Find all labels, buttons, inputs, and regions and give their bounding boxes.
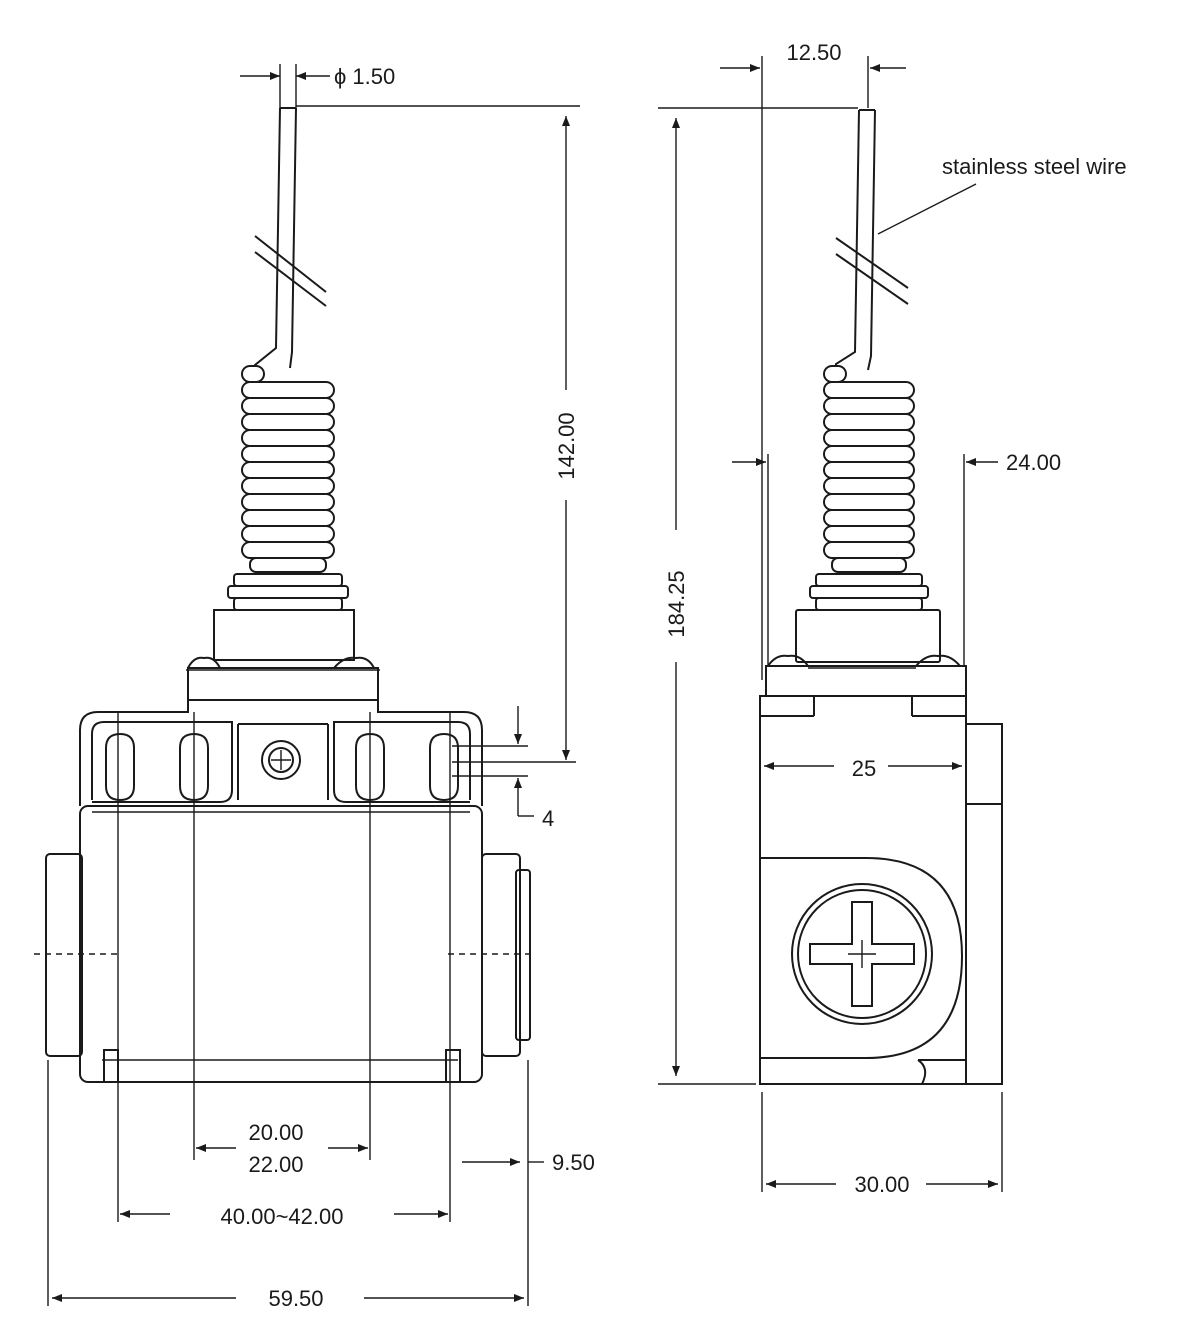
label-stainless-steel-wire: stainless steel wire [942,154,1127,179]
dim-spring-width: 24.00 [1006,450,1061,475]
dim-total-width: 59.50 [268,1286,323,1311]
dim-body-depth: 30.00 [854,1172,909,1197]
front-mounting-plate [79,699,483,806]
dim-side-boss: 9.50 [552,1150,595,1175]
dim-wire-offset: 12.50 [786,40,841,65]
dim-hole-offset: 4 [542,806,554,831]
side-body [759,695,1003,1085]
front-spring [241,365,335,573]
side-spring [823,365,915,573]
dim-wire-length: 142.00 [554,412,579,479]
front-spring-base [186,573,380,701]
side-view [658,56,1003,1192]
front-body [34,805,536,1083]
dim-wire-diameter: ϕ 1.50 [334,64,395,89]
dim-hole-spacing: 40.00~42.00 [221,1204,344,1229]
front-view [34,64,580,1306]
front-dimension-lines [47,64,580,1306]
dim-body-depth-inner: 25 [852,756,876,781]
dim-inner-spacing-min: 20.00 [248,1120,303,1145]
dimension-labels: ϕ 1.50 12.50 stainless steel wire 142.00… [221,40,1127,1311]
dim-total-height: 184.25 [664,570,689,637]
side-spring-base [765,573,967,697]
front-wire [254,107,327,370]
side-dimension-lines [658,56,1003,1192]
dim-inner-spacing-max: 22.00 [248,1152,303,1177]
side-wire [835,109,909,371]
